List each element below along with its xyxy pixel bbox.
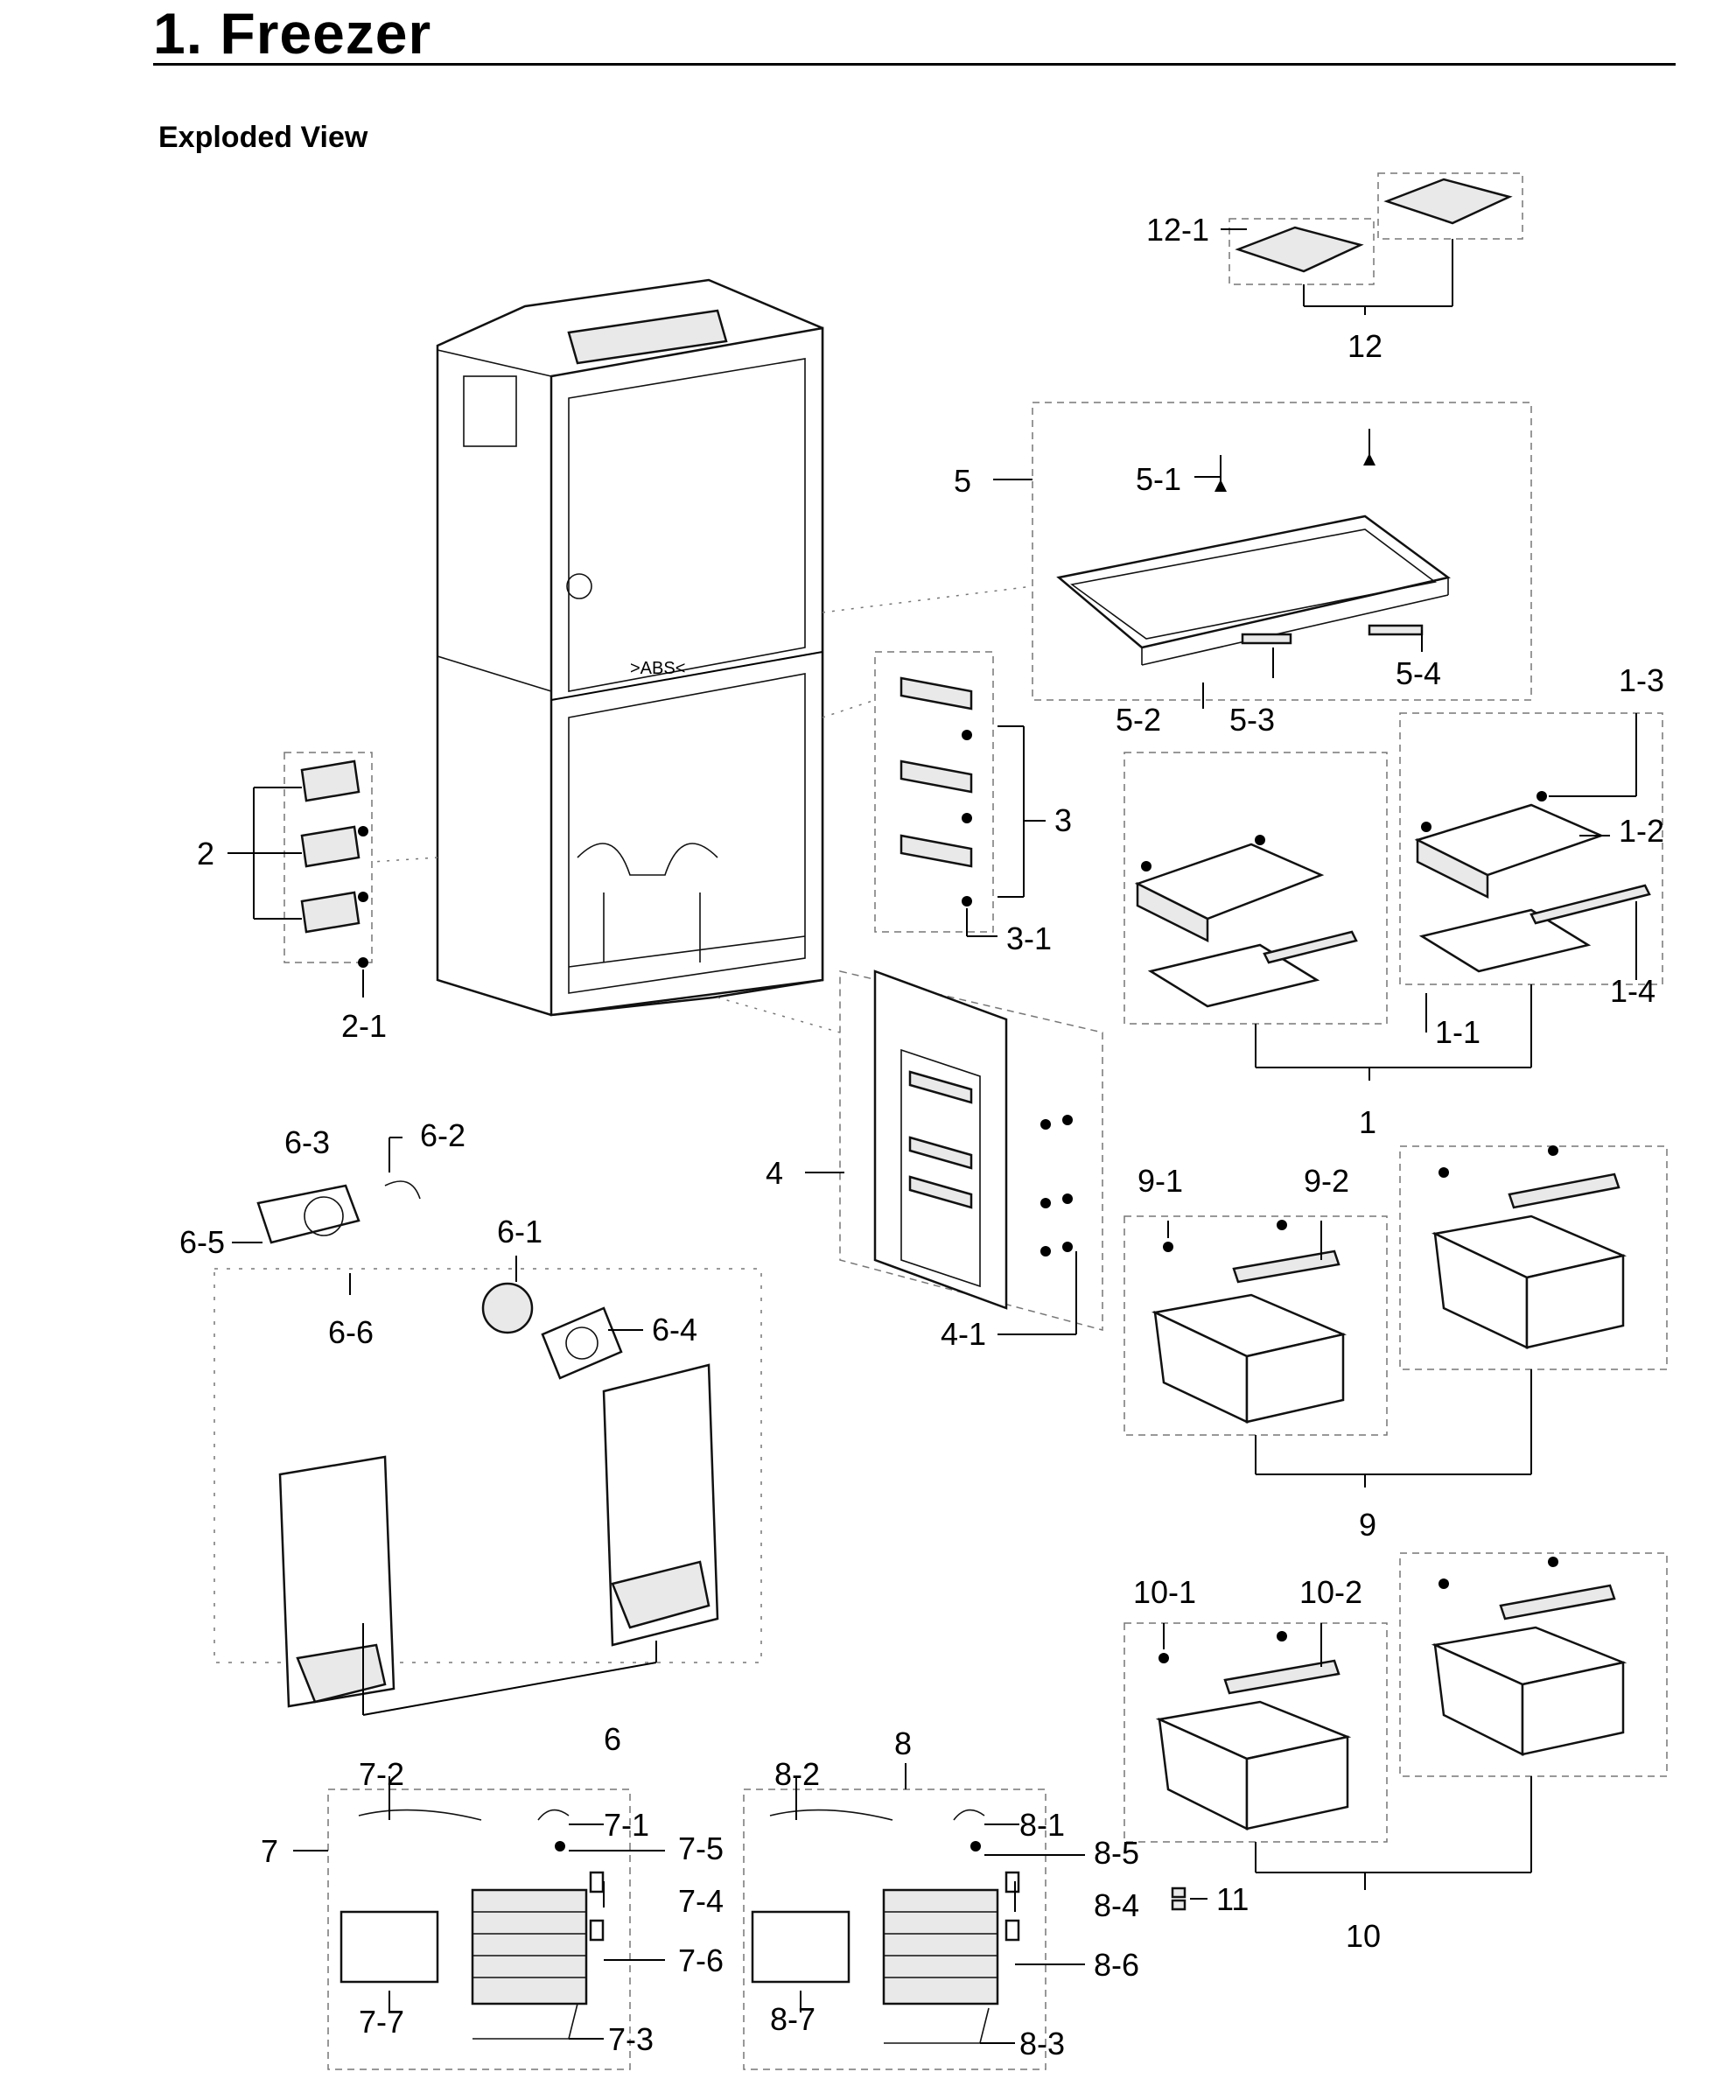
label-8-5: 8-5 <box>1094 1835 1139 1871</box>
label-9-2: 9-2 <box>1304 1163 1349 1199</box>
label-2: 2 <box>197 836 214 872</box>
label-6-2: 6-2 <box>420 1117 466 1153</box>
label-10: 10 <box>1346 1918 1381 1954</box>
label-1: 1 <box>1359 1104 1376 1140</box>
cabinet-mark: >ABS< <box>630 659 685 678</box>
label-12: 12 <box>1348 328 1382 364</box>
label-6-6: 6-6 <box>328 1314 374 1350</box>
label-3-1: 3-1 <box>1006 920 1052 956</box>
part-group-10: 10 10-1 10-2 <box>1124 1552 1668 1954</box>
part-group-6: 6 6-1 6-2 6-3 6-4 6-5 6-6 <box>179 1117 762 1757</box>
page-title: 1. Freezer <box>153 1 432 66</box>
explosion-guides <box>371 585 1033 1033</box>
label-8-4: 8-4 <box>1094 1887 1139 1923</box>
label-12-1: 12-1 <box>1146 212 1209 248</box>
label-7-2: 7-2 <box>359 1756 404 1792</box>
part-group-7: 7 7-1 7-2 7-3 7-4 7-5 7-6 7-7 <box>261 1756 724 2070</box>
title-rule <box>153 63 1676 66</box>
label-8-1: 8-1 <box>1019 1807 1065 1843</box>
label-3: 3 <box>1054 802 1072 838</box>
label-7-6: 7-6 <box>678 1942 724 1978</box>
part-group-12: 12 12-1 <box>1146 172 1523 364</box>
label-8-2: 8-2 <box>774 1756 820 1792</box>
label-8-6: 8-6 <box>1094 1947 1139 1983</box>
label-6-3: 6-3 <box>284 1124 330 1160</box>
part-group-4: 4 4-1 <box>766 970 1103 1352</box>
label-7-5: 7-5 <box>678 1830 724 1866</box>
label-10-1: 10-1 <box>1133 1574 1196 1610</box>
label-1-4: 1-4 <box>1610 973 1656 1009</box>
part-group-8: 8 8-1 8-2 8-3 8-4 8-5 8-6 8-7 <box>743 1726 1139 2070</box>
part-group-11: 11 <box>1171 1881 1249 1917</box>
label-8: 8 <box>894 1726 912 1761</box>
label-7-7: 7-7 <box>359 2004 404 2040</box>
label-6-5: 6-5 <box>179 1224 225 1260</box>
label-6: 6 <box>604 1721 621 1757</box>
label-9-1: 9-1 <box>1138 1163 1183 1199</box>
part-group-1: 1 1-1 1-2 1-3 1-4 <box>1124 662 1664 1140</box>
label-1-3: 1-3 <box>1619 662 1664 698</box>
label-7-4: 7-4 <box>678 1883 724 1919</box>
label-7-3: 7-3 <box>608 2021 654 2057</box>
label-4-1: 4-1 <box>941 1316 986 1352</box>
label-7: 7 <box>261 1833 278 1869</box>
label-5-3: 5-3 <box>1229 702 1275 738</box>
part-group-9: 9 9-1 9-2 <box>1124 1145 1668 1543</box>
label-9: 9 <box>1359 1507 1376 1543</box>
label-6-1: 6-1 <box>497 1214 542 1250</box>
part-group-2: 2 2-1 <box>197 752 387 1044</box>
label-5-2: 5-2 <box>1116 702 1161 738</box>
label-8-7: 8-7 <box>770 2001 816 2037</box>
label-11: 11 <box>1216 1881 1249 1917</box>
label-2-1: 2-1 <box>341 1008 387 1044</box>
label-5: 5 <box>954 463 971 499</box>
label-5-1: 5-1 <box>1136 461 1181 497</box>
label-8-3: 8-3 <box>1019 2026 1065 2062</box>
part-group-5: 5 5-1 5-2 5-3 5-4 <box>954 402 1532 738</box>
part-group-3: 3 3-1 <box>874 651 1072 956</box>
label-10-2: 10-2 <box>1299 1574 1362 1610</box>
label-5-4: 5-4 <box>1396 655 1441 691</box>
label-1-1: 1-1 <box>1435 1014 1480 1050</box>
label-1-2: 1-2 <box>1619 813 1664 849</box>
label-4: 4 <box>766 1155 783 1191</box>
label-7-1: 7-1 <box>604 1807 649 1843</box>
label-6-4: 6-4 <box>652 1312 697 1348</box>
section-title: Exploded View <box>158 121 368 154</box>
freezer-cabinet: >ABS< <box>436 278 824 1017</box>
